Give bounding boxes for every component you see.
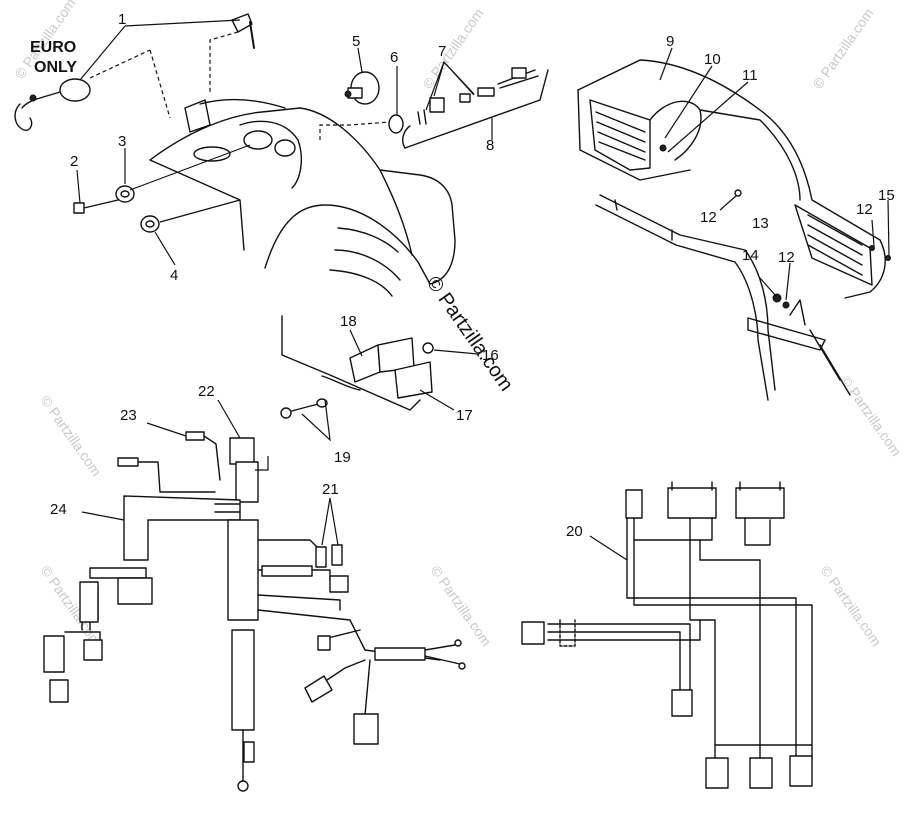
dash-housing	[149, 98, 456, 297]
watermark-tile: © Partzilla.com	[818, 563, 885, 649]
callout-22: 22	[198, 383, 215, 400]
euro-only-line1: EURO	[30, 39, 76, 56]
callout-14: 14	[742, 247, 759, 264]
callout-21: 21	[322, 481, 339, 498]
main-harness	[43, 431, 466, 792]
callout-12b: 12	[778, 249, 795, 266]
callout-2: 2	[70, 153, 78, 170]
callout-15: 15	[878, 187, 895, 204]
callout-numbers: 1 2 3 4 5 6 7 8 9 10 11 12 13 14 12 15 1…	[50, 11, 895, 540]
watermark-tile: © Partzilla.com	[419, 5, 486, 91]
callout-24: 24	[50, 501, 67, 518]
euro-only-line2: ONLY	[34, 59, 77, 76]
callout-8: 8	[486, 137, 494, 154]
callout-10: 10	[704, 51, 721, 68]
callout-leaders	[76, 19, 890, 561]
callout-12a: 12	[700, 209, 717, 226]
callout-11: 11	[742, 67, 758, 84]
callout-3: 3	[118, 133, 126, 150]
callout-17: 17	[456, 407, 473, 424]
callout-4: 4	[170, 267, 178, 284]
switch-5-6	[319, 71, 404, 140]
watermark-tile: © Partzilla.com	[809, 5, 876, 91]
watermark-center: © Partzilla.com	[422, 272, 517, 395]
switch-hardware	[73, 144, 251, 233]
callout-6: 6	[390, 49, 398, 66]
fender-assembly	[577, 59, 891, 401]
watermark-tile: © Partzilla.com	[38, 393, 105, 479]
callout-1: 1	[118, 11, 126, 28]
ignition-key	[14, 13, 255, 131]
callout-7: 7	[438, 43, 446, 60]
callout-23: 23	[120, 407, 137, 424]
callout-12c: 12	[856, 201, 873, 218]
callout-9: 9	[666, 33, 674, 50]
callout-19: 19	[334, 449, 351, 466]
callout-5: 5	[352, 33, 360, 50]
callout-18: 18	[340, 313, 357, 330]
watermark-tile: © Partzilla.com	[838, 373, 905, 459]
callout-13: 13	[752, 215, 769, 232]
callout-20: 20	[566, 523, 583, 540]
relay-bracket	[280, 315, 434, 442]
callout-16: 16	[482, 347, 499, 364]
watermark-tile: © Partzilla.com	[428, 563, 495, 649]
secondary-harness	[521, 481, 813, 789]
